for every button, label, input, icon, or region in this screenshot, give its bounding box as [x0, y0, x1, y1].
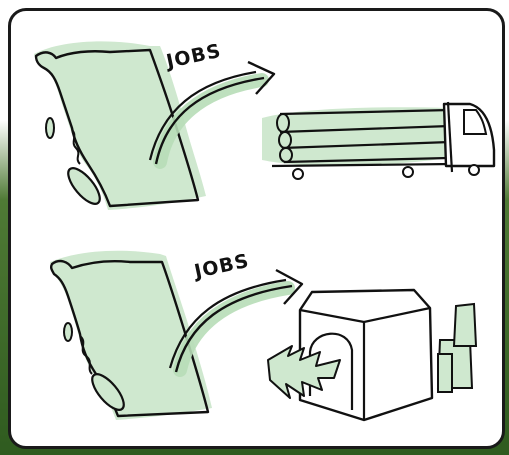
top-panel: JOBS	[34, 40, 496, 211]
province-map-icon-2	[49, 250, 212, 420]
jobs-label-bottom: JOBS	[191, 250, 252, 283]
arrow-icon	[148, 60, 276, 169]
bottom-panel: JOBS	[49, 250, 478, 422]
jobs-label-top: JOBS	[163, 40, 224, 73]
factory-icon	[267, 288, 478, 422]
log-truck-icon	[262, 101, 496, 180]
arrow-icon-2	[168, 268, 304, 377]
